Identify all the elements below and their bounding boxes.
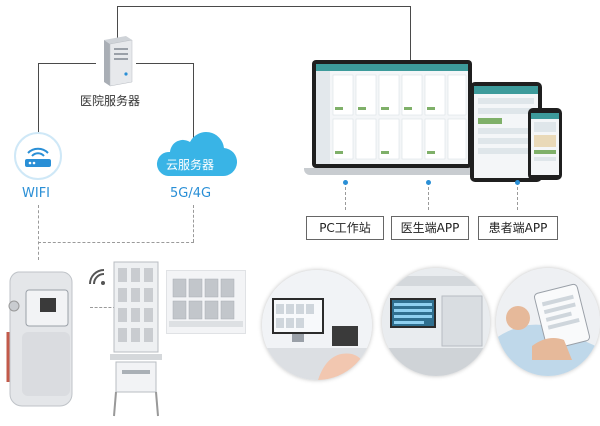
cloud-network-label: 5G/4G	[170, 186, 212, 201]
pc-connector-dot	[343, 180, 348, 185]
client-label-doctor: 医生端APP	[391, 216, 469, 240]
laptop-base	[304, 168, 482, 175]
photo-nurse-station-screen	[382, 268, 490, 376]
dash-cloud-left	[38, 242, 194, 243]
dash-pc	[345, 182, 346, 210]
cloud-label: 云服务器	[166, 158, 215, 172]
infusion-monitor-device	[6, 271, 73, 407]
phone-patient-app	[528, 108, 562, 180]
server-label: 医院服务器	[80, 94, 141, 108]
dash-wifi-down	[38, 205, 39, 260]
doctor-connector-dot	[426, 180, 431, 185]
wireless-signal-icon	[89, 269, 105, 285]
laptop-screen	[312, 60, 472, 168]
laptop-pc-workstation	[304, 60, 482, 178]
client-label-pc: PC工作站	[306, 216, 384, 240]
dash-doctor	[428, 182, 429, 210]
wifi-label: WIFI	[22, 186, 50, 201]
line-left-down	[38, 63, 39, 145]
monitor-rack-cart	[110, 261, 162, 417]
rack-closeup-photo	[166, 270, 246, 334]
dash-cloud-down	[193, 205, 194, 242]
dash-patient	[517, 182, 518, 210]
photo-patient-tablet	[496, 268, 600, 376]
dashboard-grid-icon	[316, 71, 467, 164]
line-right-down	[193, 63, 194, 143]
line-server-top	[117, 6, 118, 38]
client-label-patient: 患者端APP	[478, 216, 558, 240]
dash-device-right	[90, 307, 116, 308]
server-icon	[104, 36, 133, 87]
line-server-left	[38, 63, 96, 64]
photo-nurse-workstation	[262, 270, 372, 380]
line-top-horizontal	[117, 6, 411, 7]
line-top-to-laptop	[410, 6, 411, 63]
line-server-right	[136, 63, 194, 64]
cloud-server-icon	[156, 132, 238, 177]
patient-connector-dot	[515, 180, 520, 185]
wifi-router-icon	[14, 132, 62, 180]
